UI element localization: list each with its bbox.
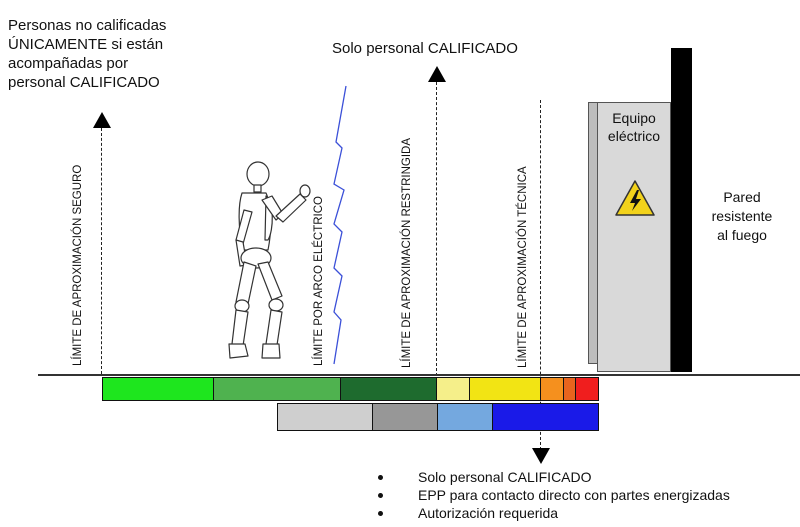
zone-bar-light-yellow: [436, 377, 470, 401]
arrow-down-icon: [532, 448, 550, 464]
zone-bar-light-gray: [277, 403, 373, 431]
restricted-approach-boundary-line: [436, 82, 437, 376]
high-voltage-warning-icon: [615, 180, 655, 216]
list-item: Autorización requerida: [378, 504, 730, 522]
zone-bar-orange: [540, 377, 564, 401]
arc-flash-lightning-line: [333, 85, 347, 365]
wall-label-line: Pared: [723, 189, 761, 205]
wall-label: Pared resistente al fuego: [692, 188, 792, 245]
list-item: Solo personal CALIFICADO: [378, 468, 730, 486]
wall-label-line: al fuego: [717, 227, 767, 243]
worker-figure-icon: [228, 161, 311, 359]
equipment-label: Equipo eléctrico: [598, 109, 670, 145]
zone-bar-dark-green: [340, 377, 437, 401]
zone-bar-light-blue: [437, 403, 493, 431]
note-line: ÚNICAMENTE si están: [8, 36, 164, 53]
arrow-up-icon: [93, 112, 111, 128]
qualified-only-note: Solo personal CALIFICADO: [332, 40, 518, 57]
note-line: personal CALIFICADO: [8, 74, 160, 91]
zone-bar-yellow: [469, 377, 541, 401]
technical-approach-boundary-line: [540, 100, 541, 450]
equipment-label-line: eléctrico: [607, 128, 661, 144]
safe-approach-boundary-line: [101, 128, 102, 374]
zone-bar-red: [575, 377, 599, 401]
unqualified-persons-note: Personas no calificadas ÚNICAMENTE si es…: [8, 16, 228, 92]
list-item: EPP para contacto directo con partes ene…: [378, 486, 730, 504]
zone-bar-mid-gray: [372, 403, 438, 431]
electrical-equipment-cabinet: Equipo eléctrico: [597, 102, 671, 372]
zone-bar-blue: [492, 403, 599, 431]
note-line: acompañadas por: [8, 55, 129, 72]
note-line: Personas no calificadas: [8, 17, 167, 34]
zone-bar-mid-green: [213, 377, 341, 401]
arrow-up-icon: [428, 66, 446, 82]
ground-line: [38, 374, 800, 376]
equipment-label-line: Equipo: [612, 110, 656, 126]
requirements-list: Solo personal CALIFICADO EPP para contac…: [378, 468, 730, 522]
fire-resistant-wall: [671, 48, 692, 372]
wall-label-line: resistente: [711, 208, 773, 224]
zone-bar-bright-green: [102, 377, 214, 401]
